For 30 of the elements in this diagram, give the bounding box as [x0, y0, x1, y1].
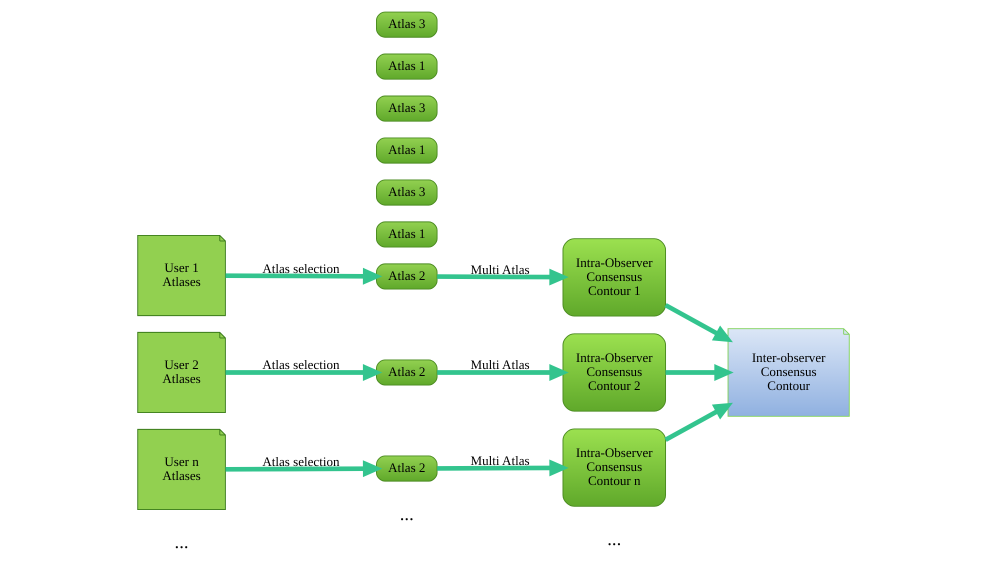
node-box: Intra-Observer Consensus Contour 2 [562, 333, 666, 412]
arrow [664, 303, 732, 342]
arrow [436, 364, 568, 381]
arrow [665, 364, 734, 381]
arrow [436, 459, 568, 476]
node-box: Atlas 3 [376, 12, 438, 38]
node-box: Intra-Observer Consensus Contour 1 [562, 238, 666, 317]
node-box: Atlas 1 [376, 221, 438, 248]
label: ... [174, 532, 188, 553]
arrow [436, 268, 568, 286]
node-box: Atlas 2 [376, 263, 438, 290]
node-box: Atlas 2 [376, 359, 438, 386]
node-box: Intra-Observer Consensus Contour n [562, 428, 666, 507]
node-box: Atlas 3 [376, 96, 438, 122]
label: ... [399, 504, 414, 525]
edge-label: Atlas selection [262, 454, 340, 469]
edge-label: Atlas selection [262, 356, 340, 372]
arrow [225, 364, 382, 381]
arrow [225, 460, 382, 478]
node-box: Atlas 1 [376, 54, 438, 80]
node-box: Atlas 1 [376, 137, 438, 164]
arrow [664, 402, 732, 442]
edge-label: Multi Atlas [470, 453, 530, 468]
arrow [225, 268, 382, 285]
node-box: Atlas 3 [376, 179, 438, 206]
node-box: Atlas 2 [376, 456, 438, 482]
edge-label: Multi Atlas [470, 356, 530, 372]
edge-label: Multi Atlas [470, 262, 530, 277]
edge-label: Atlas selection [262, 260, 340, 276]
label: ... [606, 529, 621, 550]
